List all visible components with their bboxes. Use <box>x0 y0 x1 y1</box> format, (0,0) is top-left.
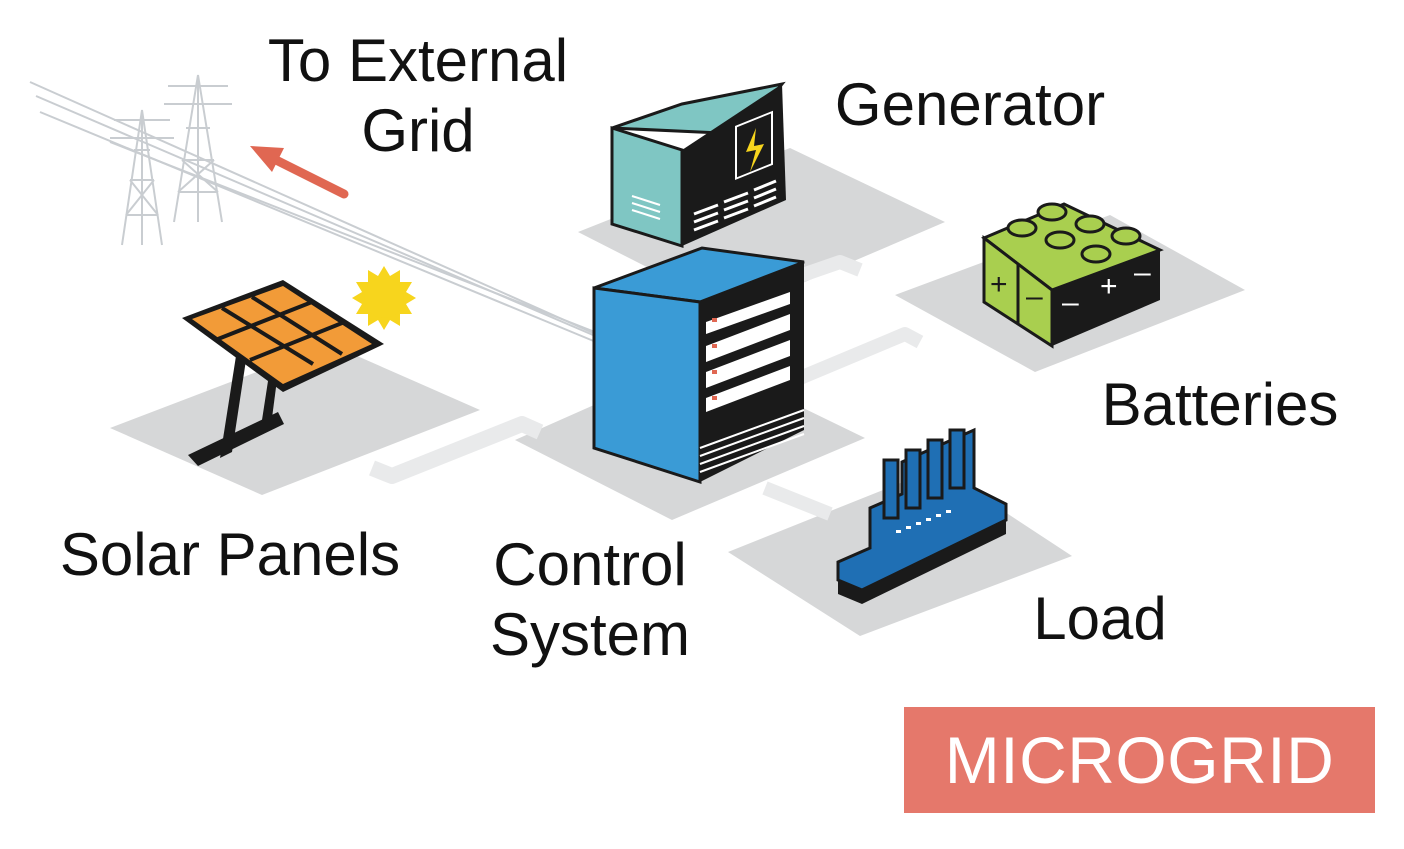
load-connector <box>762 481 833 521</box>
sun-icon <box>352 266 416 330</box>
label-to-external-grid: To External Grid <box>228 26 608 166</box>
battery-mark-4: – <box>1134 256 1151 289</box>
label-control-system: Control System <box>440 530 740 670</box>
transmission-tower-icon <box>29 74 601 343</box>
control-cabinet-icon <box>592 246 805 485</box>
generator-icon <box>610 81 786 249</box>
label-to-external-grid-line1: To External <box>267 27 569 94</box>
solar-connector <box>369 416 544 484</box>
battery-connector <box>797 327 924 385</box>
label-to-external-grid-line2: Grid <box>361 97 475 164</box>
battery-mark-2: – <box>1062 286 1079 319</box>
solar-panel-icon <box>182 280 384 466</box>
label-batteries: Batteries <box>1101 371 1339 438</box>
label-control-system-line1: Control <box>493 531 687 598</box>
battery-icon: + – – + – <box>981 202 1164 349</box>
battery-mark-3: + <box>1100 270 1118 303</box>
microgrid-badge: MICROGRID <box>904 707 1375 813</box>
label-solar-panels: Solar Panels <box>59 521 401 588</box>
load-building-icon <box>836 427 1008 604</box>
battery-mark-1: – <box>1026 280 1043 313</box>
battery-mark-0: + <box>990 268 1008 301</box>
arrow-icon <box>250 146 349 199</box>
label-control-system-line2: System <box>489 601 691 668</box>
lightning-icon <box>746 128 764 172</box>
label-generator: Generator <box>834 71 1106 138</box>
label-load: Load <box>1033 585 1167 652</box>
